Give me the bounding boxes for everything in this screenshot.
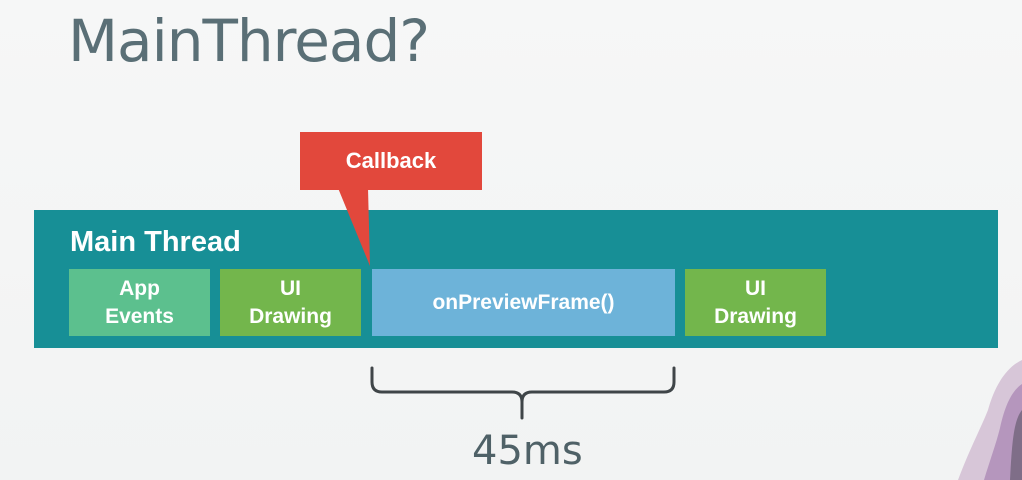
block-label-line: Events — [105, 304, 174, 328]
app-events-block: App Events — [69, 269, 210, 336]
duration-label: 45ms — [472, 428, 583, 474]
block-label-line: Drawing — [249, 304, 332, 328]
presenter-silhouette — [958, 360, 1022, 480]
ui-drawing-block: UI Drawing — [220, 269, 361, 336]
ui-drawing-block: UI Drawing — [685, 269, 826, 336]
main-thread-bar: Main Thread App Events UI Drawing onPrev… — [34, 210, 998, 348]
block-label-line: UI — [745, 276, 766, 300]
brace-path — [370, 366, 676, 420]
block-label-line: App — [119, 276, 160, 300]
block-label-line: onPreviewFrame() — [432, 290, 615, 314]
callback-callout: Callback — [300, 132, 482, 190]
on-preview-frame-block: onPreviewFrame() — [372, 269, 675, 336]
block-label-line: UI — [280, 276, 301, 300]
slide-title: MainThread? — [68, 7, 430, 75]
main-thread-label: Main Thread — [70, 226, 241, 258]
presenter-video-thumbnail — [950, 360, 1022, 480]
block-label-line: Drawing — [714, 304, 797, 328]
